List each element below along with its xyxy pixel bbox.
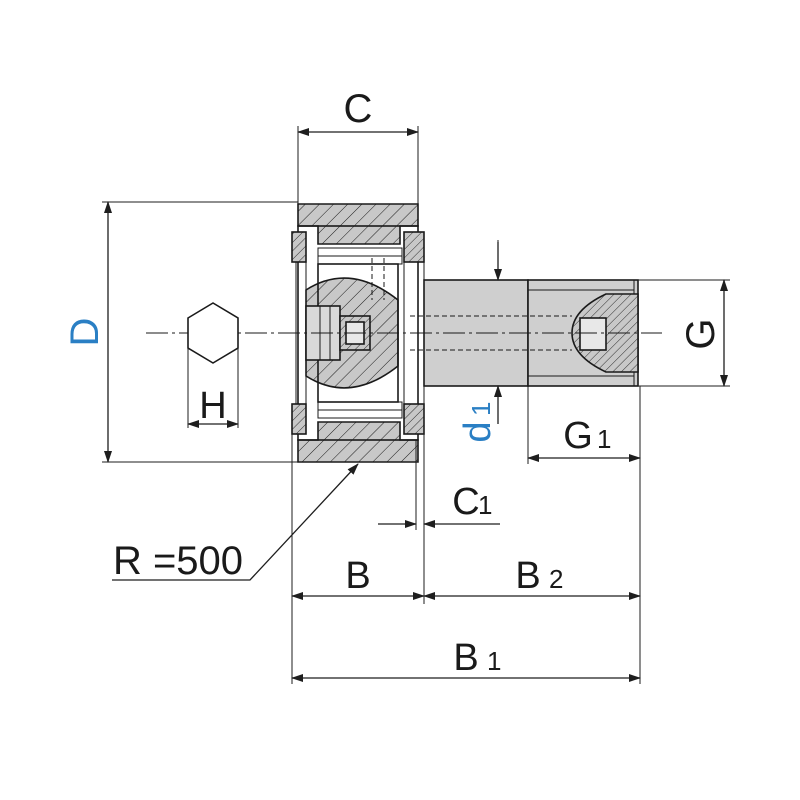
label-b1: B 1 [453,637,501,679]
label-d: D [63,318,107,347]
label-b2-sub: 2 [549,564,563,594]
label-c1-sub: 1 [478,490,492,520]
label-b1-sub: 1 [487,646,501,676]
label-d1-sub: 1 [466,402,496,416]
label-c1-main: C [452,481,479,523]
hexagon-icon [187,302,239,364]
label-g: G [679,318,723,349]
r-leader [112,463,359,581]
label-b2-main: B [515,555,540,597]
label-d1-main: d [457,421,499,442]
label-c: C [344,87,373,131]
label-b2: B 2 [515,555,563,597]
label-g1-sub: 1 [597,424,611,454]
label-c1: C 1 [452,481,492,523]
label-g1: G 1 [563,415,611,457]
label-r: R =500 [113,539,243,583]
label-g1-main: G [563,415,593,457]
label-d1: d 1 [457,402,499,443]
label-h: H [199,385,226,427]
label-b: B [345,555,370,597]
label-b1-main: B [453,637,478,679]
